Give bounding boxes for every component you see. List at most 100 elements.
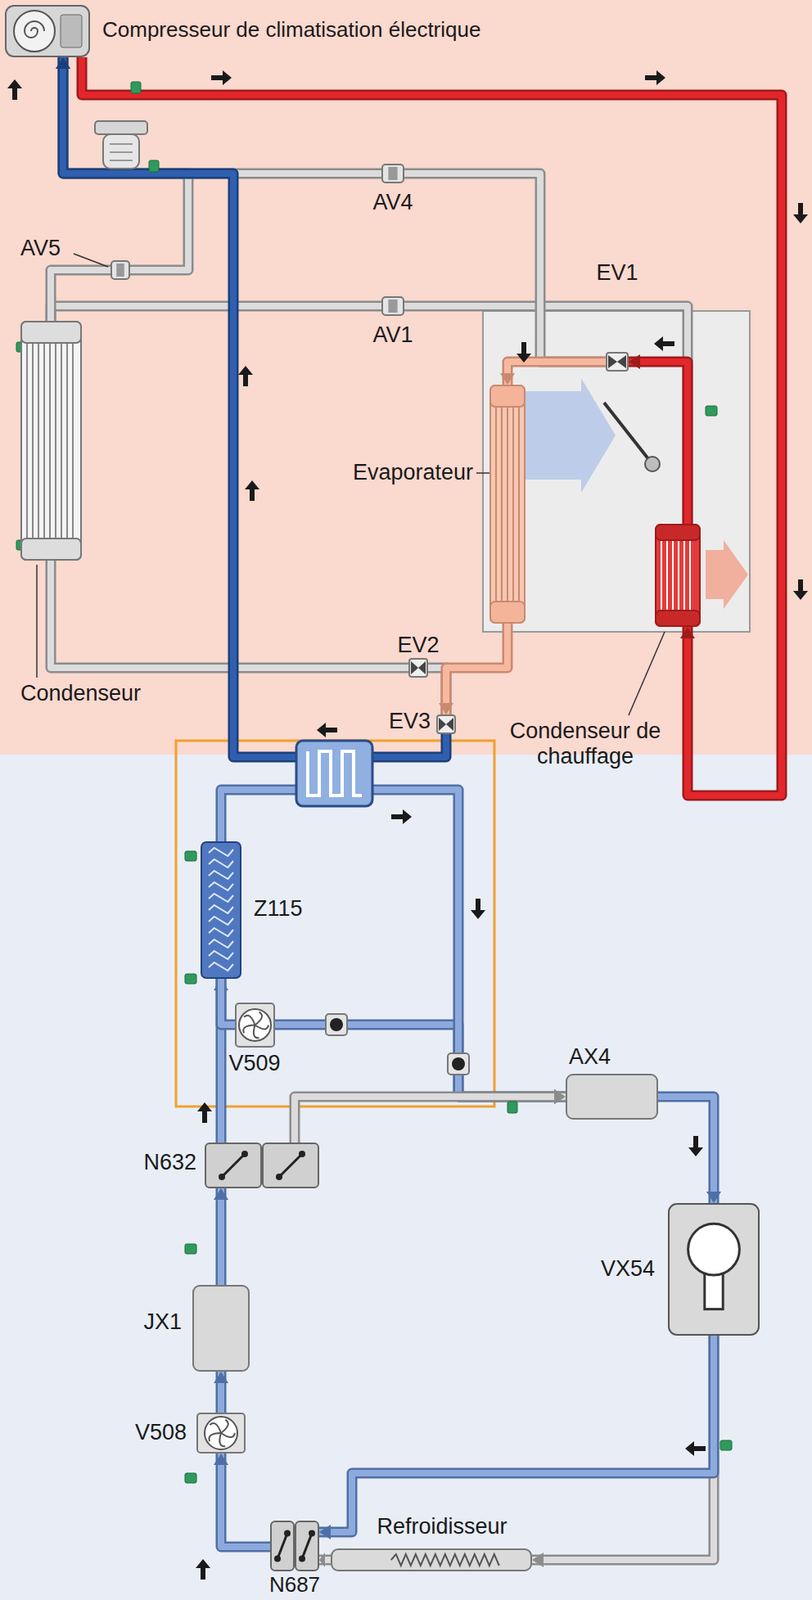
pipe: [50, 306, 382, 321]
component: V508: [196, 1412, 246, 1454]
pipe: [213, 1188, 229, 1286]
part-label: EV1: [595, 260, 638, 286]
part-symbol: [654, 523, 701, 628]
component: Refroidisseur: [330, 1548, 533, 1572]
arrow-head: [213, 1371, 229, 1384]
accumulator: [94, 121, 148, 169]
chiller: [296, 740, 373, 807]
part-symbol: [196, 1412, 246, 1454]
pipe: [532, 1335, 714, 1568]
part-label: Evaporateur: [352, 460, 474, 486]
part-label: JX1: [143, 1309, 182, 1336]
part-label: EV3: [388, 708, 431, 735]
part-label: VX54: [600, 1256, 655, 1282]
pipe: [50, 270, 111, 321]
component: AV4: [381, 163, 405, 184]
leader-line: [36, 253, 665, 716]
pipe: [55, 57, 189, 271]
flow-arrow: [7, 70, 808, 1580]
part-symbol: [381, 163, 405, 184]
part-label: N632: [143, 1150, 197, 1176]
part-label: EV2: [396, 632, 439, 659]
component: EV2: [408, 658, 429, 678]
coolant-zone: [0, 754, 812, 1600]
part-label: V508: [135, 1420, 187, 1446]
arrow-head: [319, 1524, 331, 1540]
part-symbol: [489, 384, 526, 624]
part-symbol: [565, 1073, 659, 1120]
arrow-head: [500, 373, 515, 385]
arrow-head: [554, 1089, 566, 1105]
arrow-head: [706, 1191, 722, 1204]
pipe: [81, 57, 782, 796]
pipe: [319, 1552, 331, 1568]
part-label: Compresseur de climatisation électrique: [102, 18, 481, 43]
part-symbol: [4, 4, 91, 58]
component: Z115: [200, 841, 242, 979]
part-label: V509: [228, 1051, 280, 1077]
part-symbol: [330, 1548, 533, 1572]
part-symbol: [408, 658, 429, 678]
pipe: [404, 306, 688, 524]
temperature-sensor: [16, 81, 732, 1484]
arrow-head: [438, 703, 454, 715]
air-flap: [604, 402, 660, 472]
arrow-head: [213, 1188, 229, 1200]
part-symbol: [204, 1142, 320, 1189]
part-label: Condenseur: [20, 681, 141, 707]
component: AX4: [565, 1073, 659, 1120]
component: Compresseur de climatisation électrique: [4, 4, 91, 58]
pipe: [628, 354, 688, 524]
pipe: [221, 978, 235, 1025]
arrow-head: [628, 354, 641, 370]
part-label: AV4: [372, 189, 413, 216]
part-label: N687: [269, 1573, 321, 1598]
pipe: [438, 623, 508, 715]
pipe: [213, 1453, 271, 1548]
component: Condenseur de chauffage: [654, 523, 701, 628]
part-symbol: [234, 1002, 276, 1048]
pipe: [658, 1096, 722, 1204]
part-symbol: [667, 1203, 760, 1336]
hvac-housing: [482, 311, 750, 632]
part-symbol: [200, 841, 242, 979]
part-label: Z115: [253, 896, 303, 922]
part-label: Refroidisseur: [376, 1514, 507, 1540]
component: AV5: [110, 260, 131, 280]
component: N632: [204, 1142, 320, 1189]
component: Condenseur: [20, 320, 82, 561]
component: N687: [270, 1520, 320, 1572]
pipe: [500, 361, 606, 385]
pipe: [55, 57, 447, 758]
part-symbol: [605, 351, 629, 372]
arrow-head: [55, 57, 71, 69]
check-valve: [325, 1014, 470, 1075]
part-symbol: [381, 296, 405, 316]
part-symbol: [270, 1520, 320, 1572]
pipe: [404, 173, 606, 362]
part-label: Condenseur de chauffage: [497, 718, 674, 770]
component: AV1: [381, 296, 405, 316]
component: JX1: [192, 1285, 250, 1372]
part-label: AV5: [20, 235, 61, 262]
component: VX54: [667, 1203, 760, 1336]
component: Evaporateur: [489, 384, 526, 624]
arrow-head: [532, 1552, 544, 1568]
part-symbol: [20, 320, 82, 561]
arrow-head: [319, 1552, 325, 1568]
arrow-head: [680, 627, 695, 639]
component: V509: [234, 1002, 276, 1048]
part-label: AV1: [372, 322, 413, 348]
pipe: [221, 789, 566, 1105]
arrow-head: [213, 1453, 229, 1466]
pipe: [55, 57, 382, 174]
part-symbol: [436, 714, 456, 735]
component: EV1: [605, 351, 629, 372]
part-symbol: [192, 1285, 250, 1372]
part-label: AX4: [568, 1044, 611, 1070]
component: EV3: [436, 714, 456, 735]
pipe: [213, 1371, 229, 1413]
